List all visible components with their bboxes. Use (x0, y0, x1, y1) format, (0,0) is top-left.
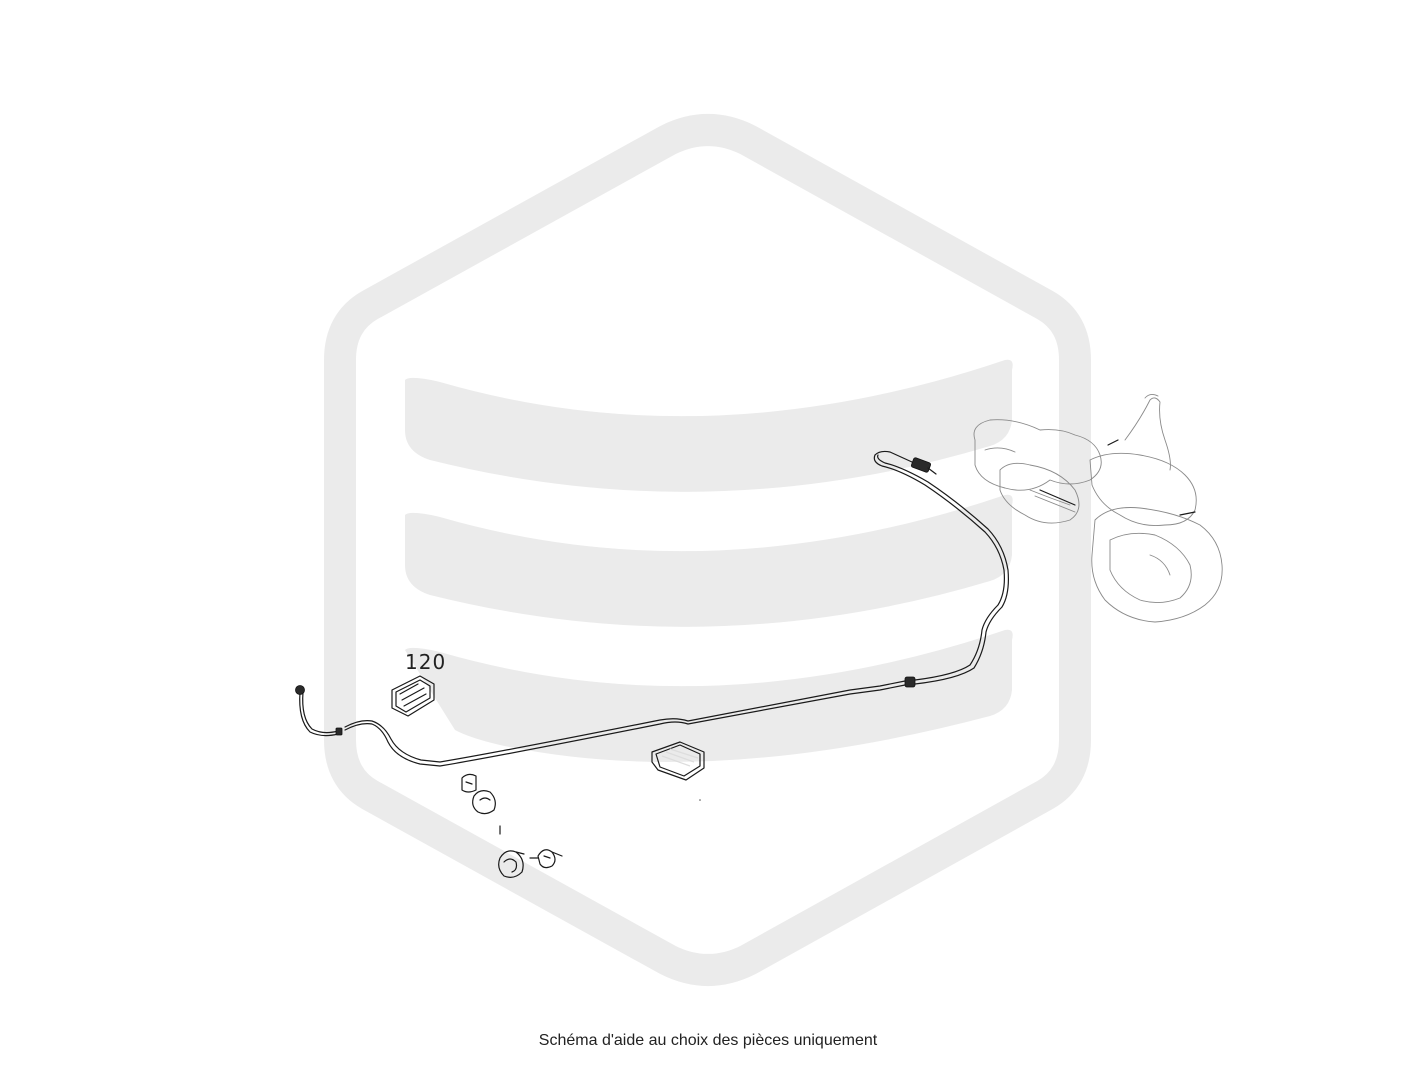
diagram-caption: Schéma d'aide au choix des pièces unique… (538, 1032, 878, 1049)
watermark-wave-1 (405, 359, 1013, 492)
connector-block (651, 741, 705, 801)
watermark-wave-2 (405, 494, 1013, 627)
watermark-wave-3 (405, 629, 1013, 763)
part-120-module (391, 675, 435, 717)
engine-sketch (973, 393, 1223, 623)
callout-120-label: 120 (405, 650, 446, 674)
watermark-logo (324, 114, 1091, 986)
clip-set-lower (498, 849, 563, 878)
pipe-line (295, 450, 1009, 767)
clip-set-upper (461, 773, 501, 835)
watermark-hexagon (324, 114, 1091, 986)
